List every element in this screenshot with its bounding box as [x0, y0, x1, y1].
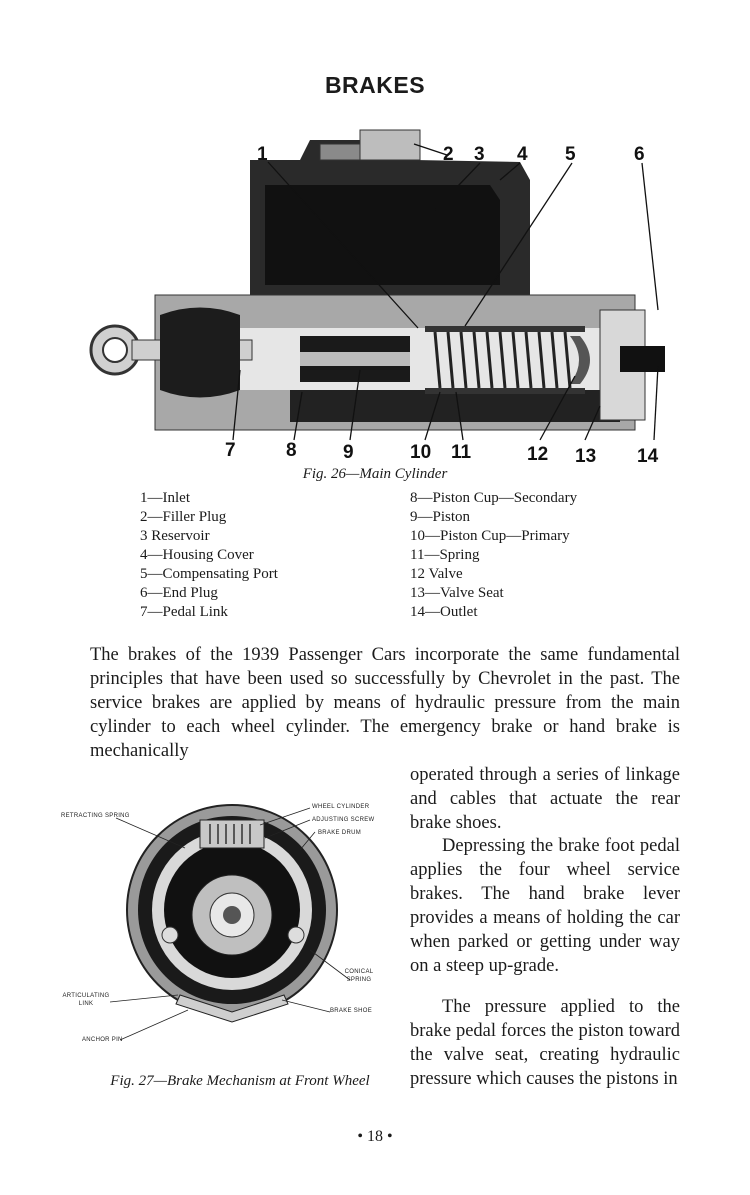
callout-4: 4	[517, 144, 528, 165]
legend-item: 10—Piston Cup—Primary	[410, 528, 570, 544]
legend-item: 5—Compensating Port	[140, 566, 278, 582]
page-title: BRAKES	[324, 72, 426, 98]
callout-1: 1	[257, 144, 268, 165]
figure-26-legend-right: 8—Piston Cup—Secondary 9—Piston 10—Pisto…	[410, 489, 577, 622]
legend-item: 11—Spring	[410, 547, 480, 563]
main-cylinder-illustration	[89, 129, 665, 441]
brake-mechanism-illustration	[109, 804, 351, 1041]
callout-10: 10	[410, 442, 432, 463]
legend-item: 2—Filler Plug	[140, 509, 227, 525]
callout-9: 9	[343, 442, 354, 463]
body-paragraph-pressure: The pressure applied to the brake pedal …	[410, 997, 680, 1089]
body-paragraph-foot-pedal: Depressing the brake foot pedal applies …	[410, 836, 680, 976]
callout-13: 13	[575, 446, 597, 467]
label-wheel-cylinder: WHEEL CYLINDER	[312, 804, 370, 810]
page-number: • 18 •	[357, 1128, 393, 1145]
brake-mechanism-figure: RETRACTING SPRING WHEEL CYLINDER ADJUSTI…	[60, 790, 400, 1080]
main-cylinder-figure: 1 2 3 4 5 6 7 8 9 10 11 12 13 14	[60, 100, 700, 480]
legend-item: 9—Piston	[410, 509, 471, 525]
callout-6: 6	[634, 144, 645, 165]
legend-item: 12 Valve	[410, 566, 463, 582]
figure-27-caption: Fig. 27—Brake Mechanism at Front Wheel	[110, 1073, 370, 1089]
figure-26-legend-left: 1—Inlet 2—Filler Plug 3 Reservoir 4—Hous…	[140, 489, 278, 622]
label-retracting-spring: RETRACTING SPRING	[61, 813, 130, 819]
label-articulating-link: ARTICULATING LINK	[62, 993, 110, 1007]
callout-7: 7	[225, 440, 236, 461]
label-anchor-pin: ANCHOR PIN	[82, 1037, 123, 1043]
figure-26-caption: Fig. 26—Main Cylinder	[302, 466, 448, 482]
legend-item: 1—Inlet	[140, 490, 190, 506]
legend-item: 14—Outlet	[410, 604, 478, 620]
legend-item: 6—End Plug	[140, 585, 218, 601]
legend-item: 13—Valve Seat	[410, 585, 504, 601]
callout-11: 11	[451, 442, 472, 463]
callout-5: 5	[565, 144, 576, 165]
legend-item: 3 Reservoir	[140, 528, 210, 544]
body-paragraph-intro: The brakes of the 1939 Passenger Cars in…	[90, 645, 680, 761]
legend-item: 7—Pedal Link	[140, 604, 228, 620]
callout-14: 14	[637, 446, 659, 467]
label-adjusting-screw: ADJUSTING SCREW	[312, 817, 375, 823]
legend-item: 8—Piston Cup—Secondary	[410, 490, 578, 506]
label-brake-shoe: BRAKE SHOE	[330, 1008, 373, 1014]
body-paragraph-intro-continued: operated through a series of linkage and…	[410, 765, 680, 833]
legend-item: 4—Housing Cover	[140, 547, 254, 563]
label-conical-spring: CONICAL SPRING	[344, 969, 374, 983]
callout-3: 3	[474, 144, 485, 165]
callout-12: 12	[527, 444, 549, 465]
label-brake-drum: BRAKE DRUM	[318, 830, 362, 836]
callout-8: 8	[286, 440, 297, 461]
callout-2: 2	[443, 144, 454, 165]
